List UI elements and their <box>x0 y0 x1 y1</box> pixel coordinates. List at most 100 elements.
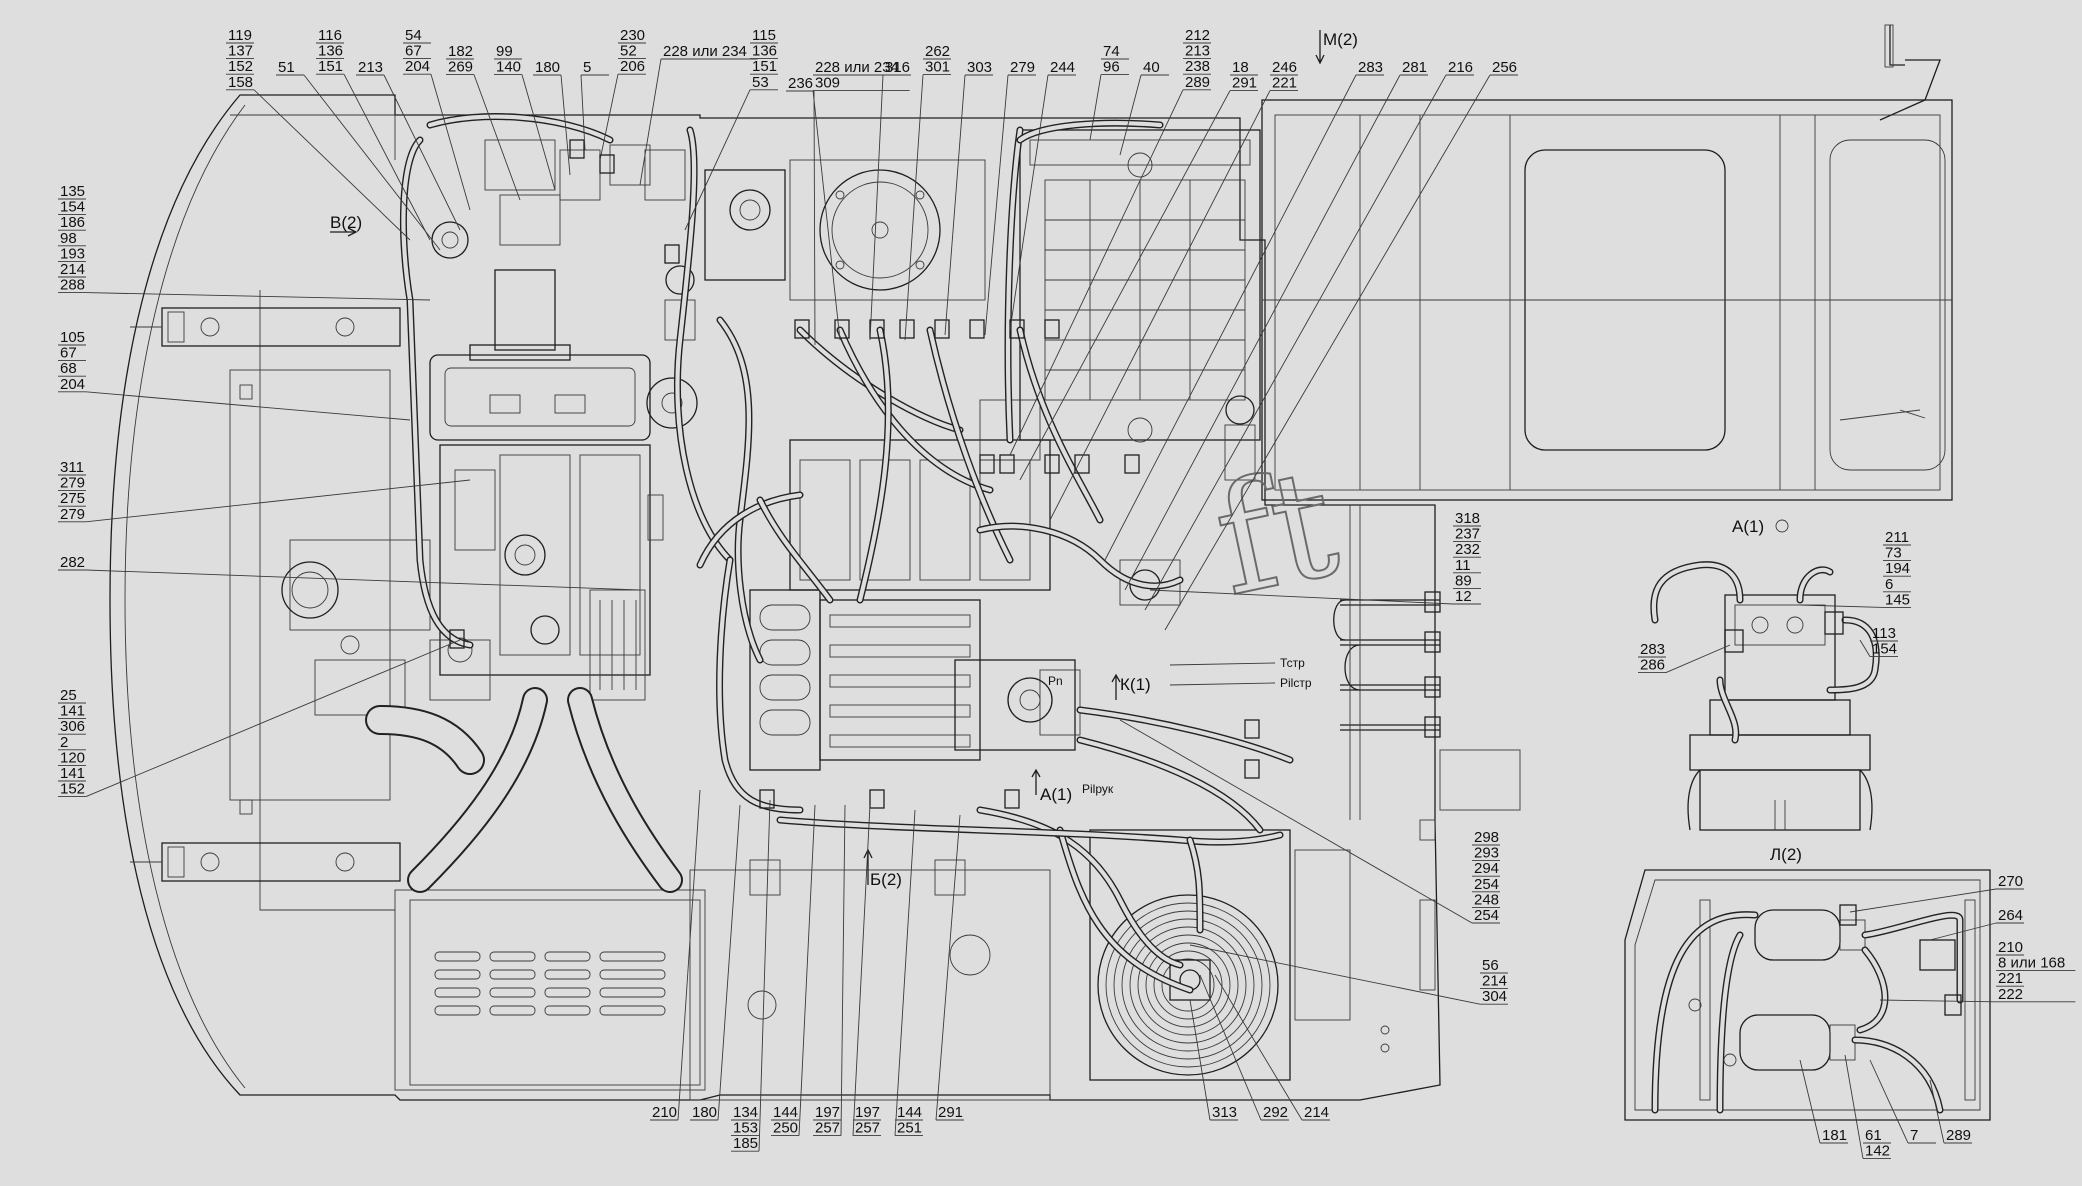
callout-number: 212 <box>1185 27 1210 44</box>
callout-number: 119 <box>228 27 252 44</box>
callout-number: 68 <box>60 360 77 377</box>
view-label-b2-main: Б(2) <box>870 870 902 889</box>
callout-number: 154 <box>1872 641 1897 658</box>
detail-view-l2: Л(2) <box>1624 845 1991 1121</box>
callout-number: 316 <box>885 59 910 76</box>
leader-line <box>1665 644 1731 674</box>
leader-line <box>85 292 431 301</box>
callout-number: 256 <box>1492 59 1517 76</box>
callout-number: 281 <box>1402 59 1427 76</box>
leader-line <box>1879 999 1997 1003</box>
cooling-fan <box>1089 829 1436 1081</box>
leader-line <box>580 74 586 151</box>
leader-line <box>869 74 884 341</box>
callout-number: 141 <box>60 765 85 782</box>
callout-c281: 281 <box>1124 59 1428 591</box>
leader-line <box>343 73 431 241</box>
callout-number: 137 <box>228 43 253 60</box>
callout-c264: 264 <box>1929 907 2024 941</box>
leader-line <box>303 74 441 251</box>
callout-c292: 292 <box>1199 974 1289 1121</box>
callout-c7: 7 <box>1869 1059 1936 1144</box>
callout-number: 180 <box>692 1104 717 1121</box>
callout-number: 286 <box>1640 657 1665 674</box>
leader-line <box>984 74 1009 336</box>
callout-number: 141 <box>60 703 85 720</box>
leader-line <box>560 74 571 176</box>
leader-line <box>1124 74 1401 591</box>
callout-number: 214 <box>60 261 85 278</box>
callout-number: 238 <box>1185 58 1210 75</box>
callout-c228a: 228 или 234 <box>639 43 758 186</box>
callout-number: 232 <box>1455 541 1480 558</box>
callout-number: 230 <box>620 27 645 44</box>
callout-c213a: 213 <box>356 59 461 231</box>
leader-line <box>684 89 751 231</box>
callout-number: 222 <box>1998 986 2023 1003</box>
callout-number: 289 <box>1946 1127 1971 1144</box>
callout-number: 288 <box>60 277 85 294</box>
leader-line <box>852 804 871 1136</box>
callout-number: 25 <box>60 687 77 704</box>
callout-number: 145 <box>1885 591 1910 608</box>
callout-number: 298 <box>1474 829 1499 846</box>
callout-number: 89 <box>1455 572 1472 589</box>
leader-line <box>1189 944 1481 1005</box>
callout-number: 262 <box>925 43 950 60</box>
leader-line <box>1009 89 1184 456</box>
callout-c214b: 214 <box>1214 974 1330 1121</box>
leader-line <box>1844 1054 1864 1159</box>
callout-number: 279 <box>60 475 85 492</box>
callout-number: 135 <box>60 183 85 200</box>
callout-number: 304 <box>1482 988 1507 1005</box>
callout-number: 116 <box>318 27 342 44</box>
callout-number: 152 <box>60 781 85 798</box>
callout-c283t: 283 <box>1104 59 1384 561</box>
top-pump-group <box>431 139 786 341</box>
port-pn: Pn <box>1048 674 1063 688</box>
callout-c291b: 291 <box>935 814 964 1121</box>
callout-number: 291 <box>938 1104 963 1121</box>
callout-number: 11 <box>1455 557 1471 574</box>
callout-number: 275 <box>60 490 85 507</box>
callout-number: 303 <box>967 59 992 76</box>
callout-number: 257 <box>815 1120 840 1137</box>
callout-number: 120 <box>60 749 85 766</box>
callout-number: 158 <box>228 74 253 91</box>
callout-number: 250 <box>773 1120 798 1137</box>
callout-number: 5 <box>583 59 591 76</box>
callout-number: 136 <box>318 43 343 60</box>
callout-number: 309 <box>815 75 840 92</box>
leader-line <box>521 74 556 191</box>
callout-number: 51 <box>278 59 295 76</box>
callout-number: 115 <box>752 27 776 44</box>
callout-number: 264 <box>1998 907 2023 924</box>
leader-line <box>85 639 461 798</box>
callout-number: 206 <box>620 58 645 75</box>
leader-line <box>812 90 841 341</box>
callout-c316: 316 <box>869 59 911 341</box>
leader-line <box>1799 1059 1821 1144</box>
callout-number: 289 <box>1185 74 1210 91</box>
callout-number: 213 <box>358 59 383 76</box>
callout-number: 251 <box>897 1120 922 1137</box>
detail-view-a1: А(1) <box>1650 517 1880 831</box>
leader-line <box>758 799 771 1152</box>
callout-c40: 40 <box>1119 59 1169 156</box>
callout-number: 144 <box>897 1104 922 1121</box>
leader-line <box>904 74 924 341</box>
callout-number: 134 <box>733 1104 758 1121</box>
callout-number: 7 <box>1910 1127 1918 1144</box>
fittings <box>449 139 1260 809</box>
callout-number: 180 <box>535 59 560 76</box>
callout-number: 98 <box>60 230 77 247</box>
callout-number: 56 <box>1482 957 1499 974</box>
